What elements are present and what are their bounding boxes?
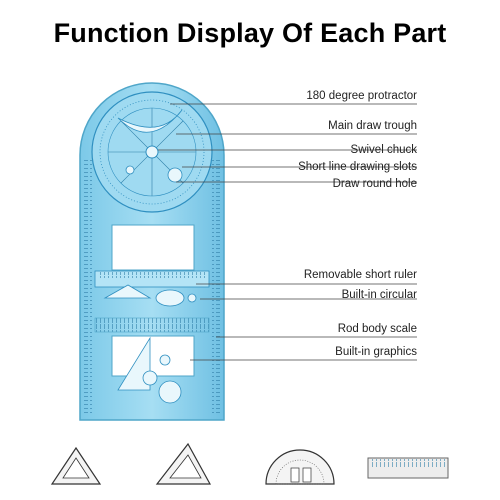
- callout-built-in-circular: Built-in circular: [341, 289, 417, 301]
- straight-ruler-icon: [367, 457, 449, 479]
- callout-removable-short-ruler: Removable short ruler: [303, 269, 417, 281]
- set-square-45-icon: [50, 446, 102, 485]
- protractor-disc: [91, 91, 213, 213]
- removable-short-ruler: [94, 270, 210, 288]
- callout-main-draw-trough: Main draw trough: [328, 120, 417, 132]
- callout-rod-body-scale: Rod body scale: [337, 323, 417, 335]
- callout-180-degree-protractor: 180 degree protractor: [306, 90, 417, 102]
- callout-short-line-drawing-slots: Short line drawing slots: [298, 161, 417, 173]
- main-draw-trough: [117, 109, 183, 133]
- swivel-chuck: [145, 145, 159, 159]
- callout-built-in-graphics: Built-in graphics: [335, 346, 417, 358]
- callout-lines: [158, 103, 417, 361]
- callout-swivel-chuck: Swivel chuck: [350, 144, 417, 156]
- upper-window: [111, 224, 195, 271]
- callout-draw-round-hole: Draw round hole: [332, 178, 417, 190]
- rod-body-scale-right: [212, 160, 222, 415]
- draw-round-hole: [167, 167, 183, 183]
- protractor-icon: [265, 449, 335, 485]
- middle-scale: [94, 317, 210, 333]
- built-in-graphics: [111, 335, 195, 404]
- built-in-circular: [103, 284, 197, 307]
- set-square-30-60-icon: [155, 442, 212, 485]
- page-title: Function Display Of Each Part: [53, 18, 447, 48]
- rod-body-scale-left: [82, 160, 92, 415]
